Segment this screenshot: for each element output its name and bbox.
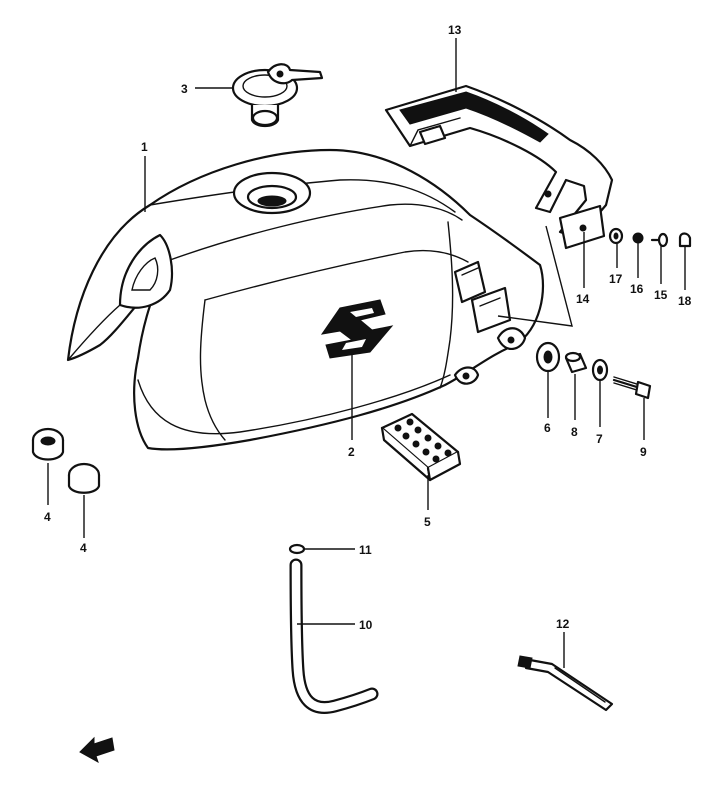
hose-clamp <box>288 543 306 555</box>
grommet <box>535 341 561 373</box>
strap <box>517 655 614 712</box>
callout-5: 5 <box>424 515 431 529</box>
tank-emblem <box>320 299 394 359</box>
cushion-pad <box>380 412 462 482</box>
callout-7: 7 <box>596 432 603 446</box>
cap-nut <box>678 232 692 248</box>
callout-8: 8 <box>571 425 578 439</box>
washer <box>591 358 609 382</box>
collar <box>608 227 624 245</box>
callout-labels: 1 2 3 4 4 5 6 7 8 9 10 11 12 13 14 15 16… <box>44 23 692 632</box>
callout-13: 13 <box>448 23 462 37</box>
callout-1: 1 <box>141 140 148 154</box>
breather-hose <box>289 558 379 714</box>
callout-16: 16 <box>630 282 644 296</box>
callout-4b: 4 <box>80 541 87 555</box>
callout-18: 18 <box>678 294 692 308</box>
cap-cushion <box>67 462 101 494</box>
callout-17: 17 <box>609 272 623 286</box>
bolt <box>612 376 652 400</box>
screw <box>650 232 669 248</box>
callout-15: 15 <box>654 288 668 302</box>
callout-10: 10 <box>359 618 373 632</box>
bracket-cushion <box>558 204 606 250</box>
leader-lines <box>47 38 686 668</box>
callout-14: 14 <box>576 292 590 306</box>
callout-2: 2 <box>348 445 355 459</box>
front-direction-arrow-icon <box>79 736 115 764</box>
fuel-tank <box>66 148 544 451</box>
spacer <box>564 351 588 374</box>
callout-9: 9 <box>640 445 647 459</box>
cushion <box>31 427 65 461</box>
callout-12: 12 <box>556 617 570 631</box>
callout-3: 3 <box>181 82 188 96</box>
callout-4a: 4 <box>44 510 51 524</box>
callout-6: 6 <box>544 421 551 435</box>
callout-11: 11 <box>359 543 372 557</box>
nut <box>632 232 644 244</box>
fuel-cap <box>231 63 324 128</box>
